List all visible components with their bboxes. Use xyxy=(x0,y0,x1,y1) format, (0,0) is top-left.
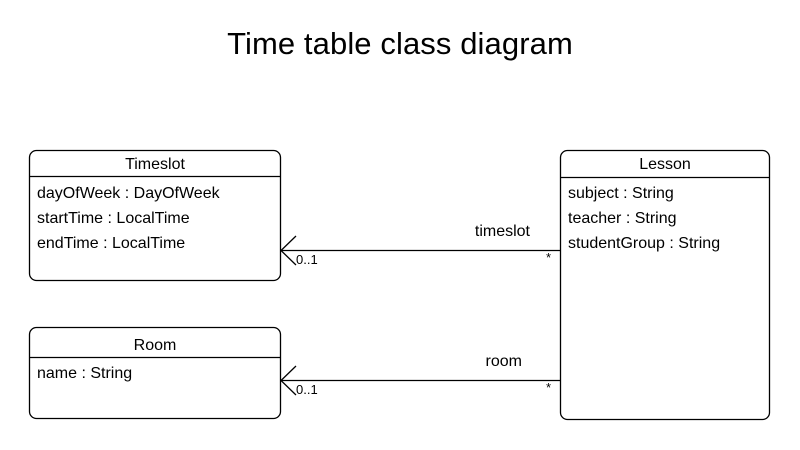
open-arrowhead-icon xyxy=(280,365,297,396)
association-lesson-room[interactable]: room 0..1 * xyxy=(280,353,560,397)
class-attribute: name : String xyxy=(37,365,132,382)
class-attribute: studentGroup : String xyxy=(568,235,720,252)
multiplicity-source: * xyxy=(546,380,551,395)
class-box-room[interactable]: Room name : String xyxy=(28,326,282,420)
class-attribute: dayOfWeek : DayOfWeek xyxy=(37,185,221,202)
association-label-timeslot: timeslot xyxy=(475,223,531,240)
class-box-room-frame xyxy=(28,326,282,420)
class-attribute: subject : String xyxy=(568,185,674,202)
page-title: Time table class diagram xyxy=(227,26,573,61)
open-arrowhead-icon xyxy=(280,235,297,266)
association-label-room: room xyxy=(486,353,522,370)
class-name-room: Room xyxy=(134,337,177,354)
class-box-timeslot-frame xyxy=(28,149,282,282)
class-attribute: startTime : LocalTime xyxy=(37,210,190,227)
class-box-lesson-frame xyxy=(559,149,771,421)
multiplicity-target: 0..1 xyxy=(296,382,318,397)
class-box-timeslot[interactable]: Timeslot dayOfWeek : DayOfWeek startTime… xyxy=(28,149,282,282)
class-name-lesson: Lesson xyxy=(639,156,691,173)
class-box-lesson[interactable]: Lesson subject : String teacher : String… xyxy=(559,149,771,421)
class-name-timeslot: Timeslot xyxy=(125,156,185,173)
class-attribute: endTime : LocalTime xyxy=(37,235,185,252)
multiplicity-source: * xyxy=(546,250,551,265)
class-attribute: teacher : String xyxy=(568,210,677,227)
multiplicity-target: 0..1 xyxy=(296,252,318,267)
association-lesson-timeslot[interactable]: timeslot 0..1 * xyxy=(280,223,560,267)
